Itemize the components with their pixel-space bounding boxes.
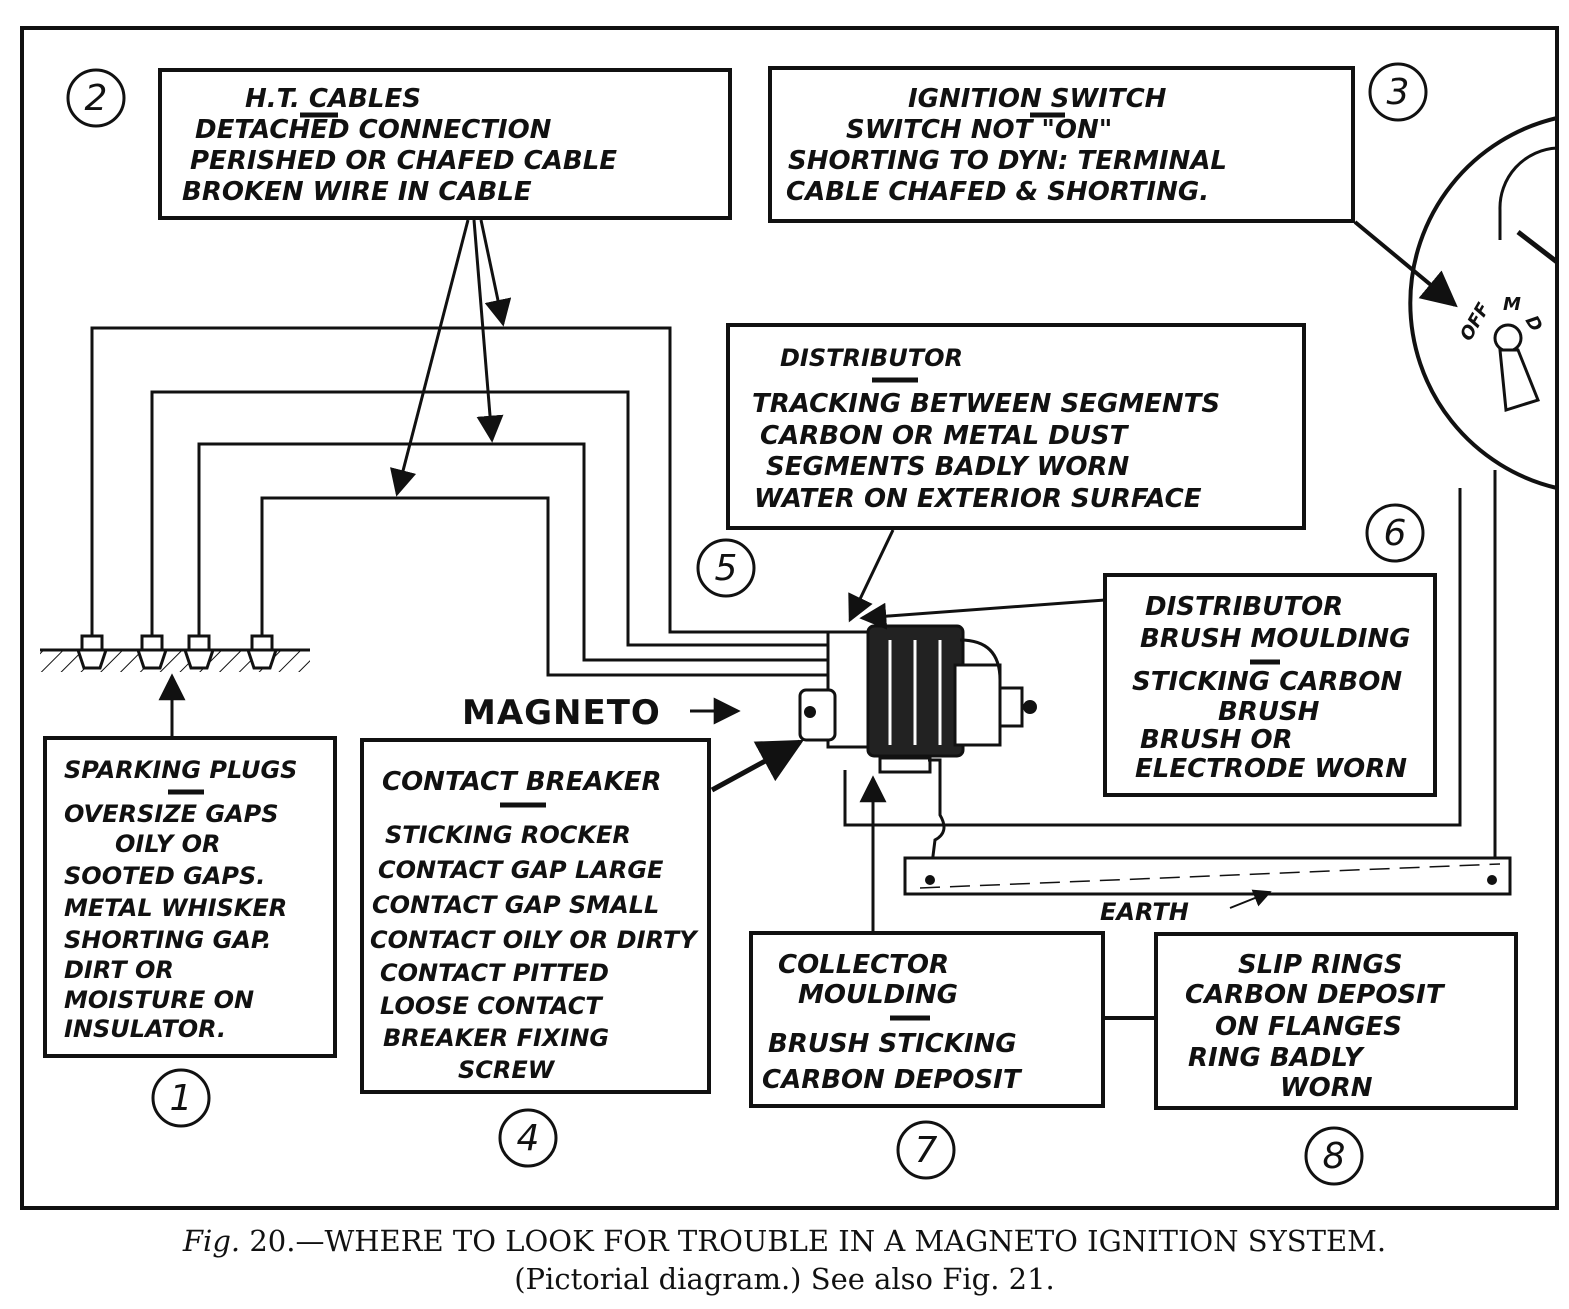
diagram-text: 5 — [715, 548, 738, 589]
diagram-text: SWITCH NOT "ON" — [846, 115, 1112, 145]
diagram-text: 3 — [1387, 72, 1410, 113]
diagram-text: D — [1521, 312, 1547, 335]
diagram-text: MOULDING — [798, 980, 958, 1010]
ht-cable-wires — [90, 326, 840, 677]
circled-number-5: 5 — [696, 538, 756, 598]
circled-number-1: 1 — [151, 1068, 211, 1128]
diagram-text: ELECTRODE WORN — [1135, 754, 1407, 784]
diagram-text: TRACKING BETWEEN SEGMENTS — [752, 389, 1220, 419]
distributor-box: DISTRIBUTOR TRACKING BETWEEN SEGMENTS CA… — [726, 323, 1306, 530]
spark-plug-icon — [135, 634, 169, 670]
diagram-text: BROKEN WIRE IN CABLE — [182, 177, 532, 207]
diagram-text: 7 — [915, 1130, 938, 1171]
diagram-text: M — [1503, 294, 1521, 315]
slip-rings-title: SLIP RINGS — [1238, 950, 1403, 980]
diagram-text: DETACHED CONNECTION — [195, 115, 552, 145]
key-icon — [1493, 323, 1540, 412]
diagram-text: SOOTED GAPS. — [64, 862, 265, 890]
circled-number-6: 6 — [1365, 503, 1425, 563]
ignition-switch-title: IGNITION SWITCH — [908, 84, 1167, 114]
spark-plug-icon — [75, 634, 109, 670]
slip-rings-box: SLIP RINGS CARBON DEPOSIT ON FLANGES RIN… — [1154, 932, 1518, 1110]
magneto-illustration — [798, 624, 1037, 774]
figure-caption-line-2: (Pictorial diagram.) See also Fig. 21. — [514, 1262, 1055, 1296]
diagram-text: 2 — [85, 78, 108, 119]
diagram-text: SCREW — [458, 1056, 556, 1084]
contact-breaker-box: CONTACT BREAKER STICKING ROCKER CONTACT … — [360, 738, 711, 1094]
ht-cables-box: H.T. CABLES DETACHED CONNECTION PERISHED… — [158, 68, 732, 220]
diagram-text: INSULATOR. — [64, 1015, 226, 1043]
ht-cables-title: H.T. CABLES — [245, 84, 421, 114]
outer-frame — [20, 26, 1559, 1210]
diagram-text: CARBON DEPOSIT — [762, 1065, 1023, 1095]
diagram-text: ON FLANGES — [1215, 1012, 1402, 1042]
diagram-text: OVERSIZE GAPS — [64, 800, 279, 828]
diagram-text: SEGMENTS BADLY WORN — [766, 452, 1129, 482]
diagram-text: DISTRIBUTOR — [1145, 592, 1343, 622]
circled-number-4: 4 — [498, 1108, 558, 1168]
diagram-text: METAL WHISKER — [64, 894, 287, 922]
earth-label-arrow — [1229, 889, 1272, 909]
diagram-text: STICKING CARBON — [1132, 667, 1402, 697]
diagram-text: COLLECTOR — [778, 950, 949, 980]
earth-label: EARTH — [1100, 898, 1189, 926]
diagram-text: WORN — [1280, 1073, 1373, 1103]
diagram-text: CARBON DEPOSIT — [1185, 980, 1446, 1010]
circled-number-8: 8 — [1304, 1126, 1364, 1186]
ignition-switch-box: IGNITION SWITCH SWITCH NOT "ON" SHORTING… — [768, 66, 1355, 223]
diagram-text: BRUSH STICKING — [768, 1029, 1017, 1059]
diagram-text: 8 — [1323, 1136, 1346, 1177]
diagram-text: BRUSH OR — [1140, 725, 1293, 755]
diagram-text: 6 — [1384, 513, 1407, 554]
diagram-text: CONTACT GAP LARGE — [378, 856, 664, 884]
distributor-title: DISTRIBUTOR — [780, 344, 963, 372]
diagram-text: MOISTURE ON — [64, 986, 254, 1014]
diagram-text: CARBON OR METAL DUST — [760, 421, 1130, 451]
diagram-text: 4 — [517, 1118, 540, 1159]
diagram-text: OFF — [1456, 299, 1494, 345]
diagram-text: SHORTING TO DYN: TERMINAL — [788, 146, 1227, 176]
figure-caption-text: 20.—WHERE TO LOOK FOR TROUBLE IN A MAGNE… — [249, 1224, 1387, 1258]
spark-plug-icon — [245, 634, 279, 670]
circled-number-2: 2 — [66, 68, 126, 128]
diagram-text: DIRT OR — [64, 956, 174, 984]
pointer-arrows — [710, 220, 1458, 933]
diagram-text: SHORTING GAP. — [64, 926, 271, 954]
diagram-text: CABLE CHAFED & SHORTING. — [786, 177, 1209, 207]
sparking-plugs-illustration — [40, 634, 310, 672]
sparking-plugs-box: SPARKING PLUGS OVERSIZE GAPS OILY OR SOO… — [43, 736, 337, 1058]
earth-wiring — [843, 470, 1497, 881]
diagram-text: 1 — [170, 1078, 193, 1119]
figure-label: Fig. — [182, 1224, 241, 1258]
ignition-switch-dial: OFF M D — [1408, 116, 1559, 490]
diagram-text: PERISHED OR CHAFED CABLE — [190, 146, 617, 176]
sparking-plugs-title: SPARKING PLUGS — [64, 756, 297, 784]
magneto-label: MAGNETO — [462, 693, 661, 733]
earth-strip — [903, 856, 1512, 896]
circled-number-3: 3 — [1368, 62, 1428, 122]
ht-cable-arrows — [390, 219, 512, 497]
diagram-text: BRUSH — [1218, 697, 1320, 727]
diagram-text: RING BADLY — [1188, 1043, 1366, 1073]
diagram-text: CONTACT GAP SMALL — [372, 891, 659, 919]
diagram-text: BREAKER FIXING — [383, 1024, 609, 1052]
contact-breaker-title: CONTACT BREAKER — [382, 767, 662, 797]
diagram-text: CONTACT PITTED — [380, 959, 609, 987]
diagram-text: LOOSE CONTACT — [380, 992, 603, 1020]
distributor-brush-box: DISTRIBUTOR BRUSH MOULDING STICKING CARB… — [1103, 573, 1437, 797]
diagram-text: WATER ON EXTERIOR SURFACE — [754, 484, 1202, 514]
spark-plug-icon — [182, 634, 216, 670]
circled-number-7: 7 — [896, 1120, 956, 1180]
figure-caption-line-1: Fig. 20.—WHERE TO LOOK FOR TROUBLE IN A … — [0, 1224, 1569, 1258]
diagram-text: CONTACT OILY OR DIRTY — [370, 926, 699, 954]
diagram-text: STICKING ROCKER — [385, 821, 631, 849]
diagram-text: OILY OR — [115, 830, 221, 858]
collector-moulding-box: COLLECTOR MOULDING BRUSH STICKING CARBON… — [749, 931, 1105, 1108]
diagram-text: BRUSH MOULDING — [1140, 624, 1411, 654]
